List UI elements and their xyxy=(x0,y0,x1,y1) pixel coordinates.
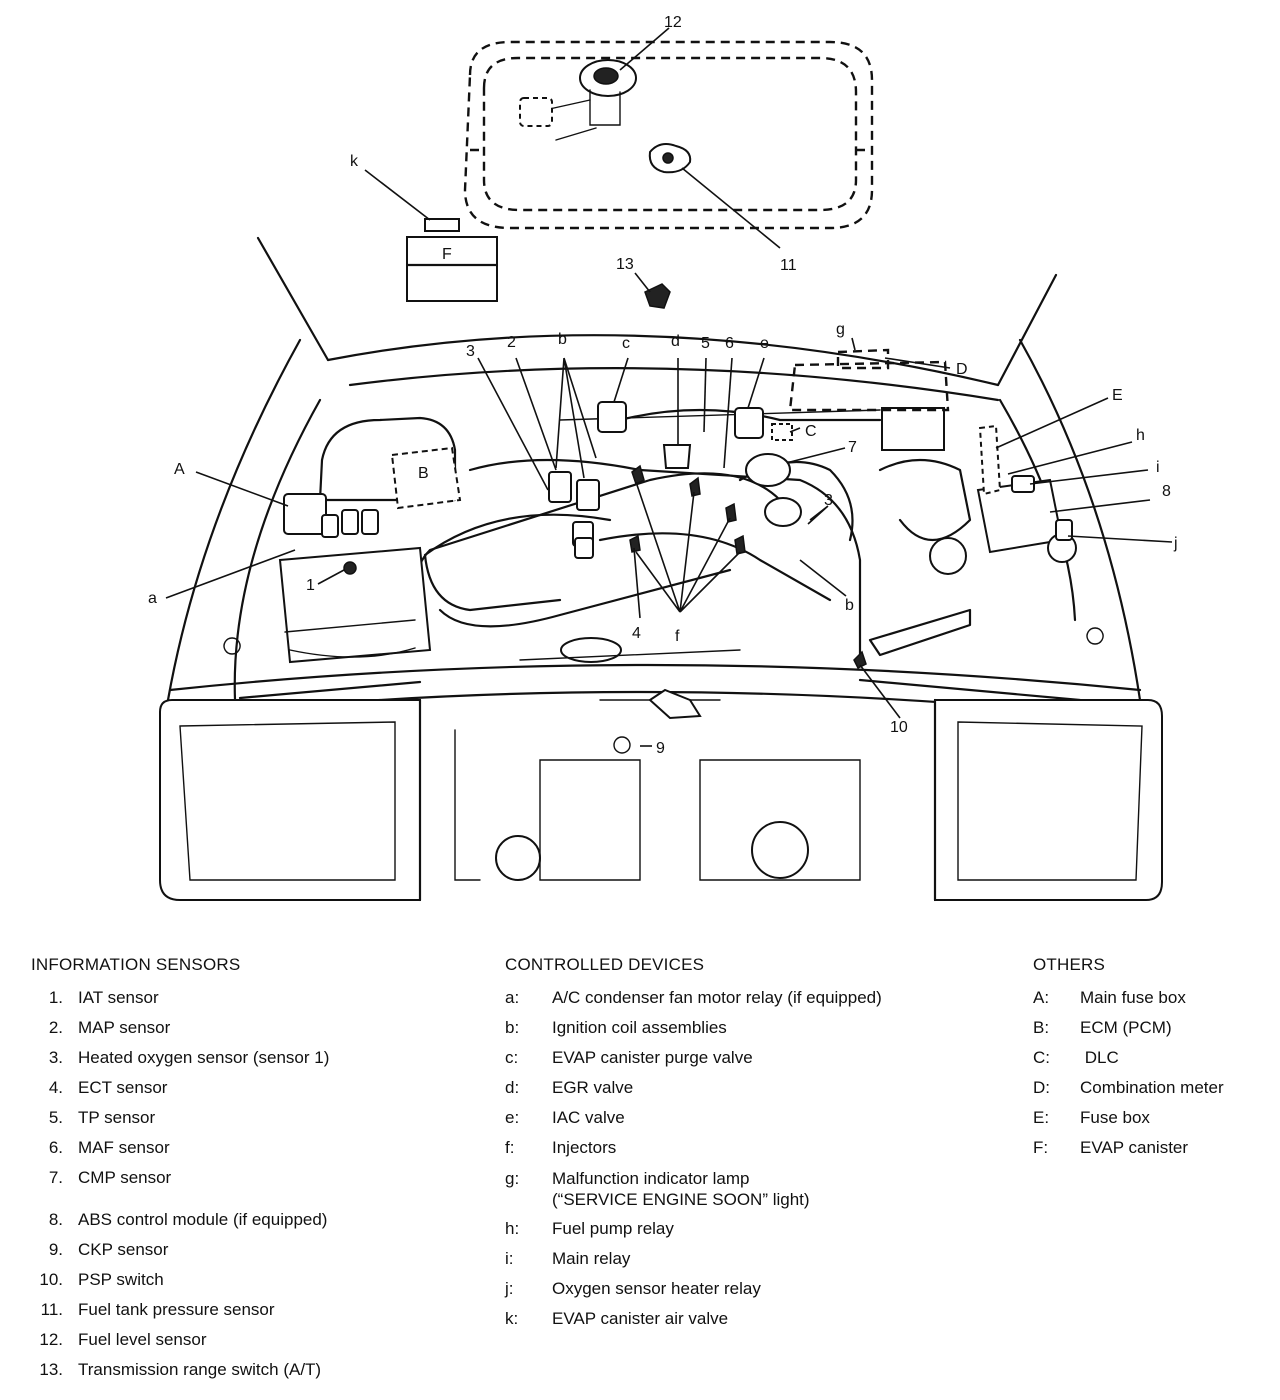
legend-item: E:Fuse box xyxy=(1033,1108,1150,1127)
legend-item: D:Combination meter xyxy=(1033,1078,1224,1097)
callout-h: h xyxy=(1136,427,1145,444)
legend-item: 2.MAP sensor xyxy=(48,1018,171,1037)
callout-c: c xyxy=(622,335,630,352)
callout-g: g xyxy=(836,321,845,338)
legend-item: 8.ABS control module (if equipped) xyxy=(48,1210,328,1229)
callout-5: 5 xyxy=(701,335,710,352)
callout-2: 2 xyxy=(507,334,516,351)
callout-7: 7 xyxy=(848,439,857,456)
callout-e: e xyxy=(760,335,769,352)
legend-item: a:A/C condenser fan motor relay (if equi… xyxy=(505,988,882,1007)
legend-item: d:EGR valve xyxy=(505,1078,634,1097)
legend-item: B:ECM (PCM) xyxy=(1033,1018,1172,1037)
legend-item: 4.ECT sensor xyxy=(48,1078,168,1097)
callout-A: A xyxy=(174,461,185,478)
legend-item: 11.Fuel tank pressure sensor xyxy=(40,1300,275,1319)
callout-3-right: 3 xyxy=(824,492,833,509)
legend-item: j:Oxygen sensor heater relay xyxy=(505,1279,761,1298)
engine-components xyxy=(223,348,1104,670)
evap-canister xyxy=(405,218,499,302)
legend-item: A:Main fuse box xyxy=(1033,988,1186,1007)
callout-6: 6 xyxy=(725,335,734,352)
leader-lines xyxy=(165,27,1173,747)
callout-B: B xyxy=(418,465,429,482)
legend-item: 7.CMP sensor xyxy=(48,1168,172,1187)
transmission-range-switch xyxy=(644,283,671,309)
legend-item: 13.Transmission range switch (A/T) xyxy=(39,1360,322,1379)
callout-F: F xyxy=(442,246,452,263)
legend-item: 3.Heated oxygen sensor (sensor 1) xyxy=(48,1048,330,1067)
callout-10: 10 xyxy=(890,719,908,736)
callout-j: j xyxy=(1173,535,1178,552)
legend-item: i:Main relay xyxy=(505,1249,631,1268)
legend-item: f:Injectors xyxy=(505,1138,617,1157)
callout-C: C xyxy=(805,423,817,440)
legend-item: b:Ignition coil assemblies xyxy=(505,1018,727,1037)
fuel-tank-pressure-sensor-unit xyxy=(648,143,692,174)
callout-E: E xyxy=(1112,387,1123,404)
legend-item: h:Fuel pump relay xyxy=(505,1219,674,1238)
legend-heading-sensors: INFORMATION SENSORS xyxy=(31,955,241,974)
legend-item: C: DLC xyxy=(1033,1048,1119,1067)
legend-item: c:EVAP canister purge valve xyxy=(505,1048,753,1067)
callout-3-left: 3 xyxy=(466,343,475,360)
legend-heading-others: OTHERS xyxy=(1033,955,1106,974)
legend-item: F:EVAP canister xyxy=(1033,1138,1189,1157)
legend-information-sensors: INFORMATION SENSORS 1.IAT sensor 2.MAP s… xyxy=(31,950,329,1385)
callout-labels: 12 11 k F 13 g 3 2 b c d 5 6 e D E C h 7… xyxy=(148,14,1178,757)
callout-d: d xyxy=(671,333,680,350)
legend-item: 10.PSP switch xyxy=(39,1270,164,1289)
legend-controlled-devices: CONTROLLED DEVICES a:A/C condenser fan m… xyxy=(505,950,882,1334)
callout-4: 4 xyxy=(632,625,641,642)
callout-12: 12 xyxy=(664,14,682,31)
fuel-tank xyxy=(463,40,874,230)
legend-item: g: Malfunction indicator lamp (“SERVICE … xyxy=(505,1169,810,1209)
callout-1: 1 xyxy=(306,577,315,594)
callout-8: 8 xyxy=(1162,483,1171,500)
callout-b-top: b xyxy=(558,331,567,348)
legend-item: e:IAC valve xyxy=(505,1108,625,1127)
callout-13: 13 xyxy=(616,256,634,273)
legend-others: OTHERS A:Main fuse box B:ECM (PCM) C: DL… xyxy=(1033,950,1224,1163)
legend-item: 9.CKP sensor xyxy=(48,1240,169,1259)
legend-item: 5.TP sensor xyxy=(48,1108,156,1127)
callout-D: D xyxy=(956,361,968,378)
engine-bay-diagram: 12 11 k F 13 g 3 2 b c d 5 6 e D E C h 7… xyxy=(148,14,1178,902)
legend-item: 6.MAF sensor xyxy=(48,1138,170,1157)
callout-k: k xyxy=(350,153,359,170)
legend-item: k:EVAP canister air valve xyxy=(505,1309,729,1328)
callout-b-right: b xyxy=(845,597,854,614)
callout-a: a xyxy=(148,590,157,607)
legend-item: 12.Fuel level sensor xyxy=(39,1330,207,1349)
callout-11: 11 xyxy=(780,257,797,274)
callout-9: 9 xyxy=(656,740,665,757)
vehicle-body xyxy=(159,236,1163,902)
callout-f: f xyxy=(675,628,680,645)
legend-heading-devices: CONTROLLED DEVICES xyxy=(505,955,705,974)
fuel-level-sensor-unit xyxy=(519,59,637,141)
callout-i: i xyxy=(1156,459,1160,476)
legend-item: 1.IAT sensor xyxy=(48,988,159,1007)
